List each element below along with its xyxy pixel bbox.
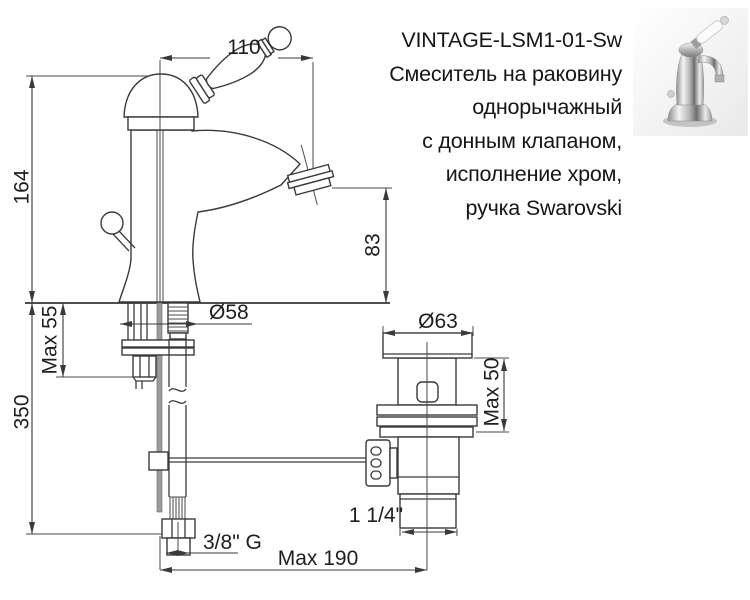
dim-label-83: 83	[361, 233, 384, 256]
dim-label-d58: Ø58	[209, 301, 249, 324]
dim-label-max190: Max 190	[278, 547, 359, 570]
dim-label-1-1-4: 1 1/4"	[349, 504, 403, 527]
dim-label-max55: Max 55	[38, 306, 61, 375]
dim-label-350: 350	[10, 394, 33, 429]
horseshoe-washer	[121, 339, 195, 348]
dimension-lines	[26, 55, 509, 573]
dimension-labels: 110 164 Max 55 350 83 Ø58 Ø63 Max 50 1 1…	[10, 36, 503, 570]
photo-faucet-handle	[690, 16, 729, 49]
dim-label-164: 164	[10, 169, 33, 204]
drain-assembly	[365, 332, 478, 570]
drain-tailpiece	[399, 493, 457, 529]
pull-rod	[156, 302, 163, 513]
product-info: VINTAGE-LSM1-01-Sw Смеситель на раковину…	[389, 24, 622, 225]
dim-label-d63: Ø63	[418, 310, 458, 333]
pop-up-knob	[100, 211, 136, 252]
dim-label-110: 110	[227, 36, 260, 59]
supply-hose	[161, 339, 196, 556]
aerator	[286, 144, 335, 205]
product-description-line: ручка Swarovski	[465, 195, 623, 220]
product-description-line: с донным клапаном,	[422, 128, 622, 153]
handle-grip	[205, 43, 267, 90]
faucet-dome	[123, 73, 199, 118]
faucet-outline	[100, 73, 335, 303]
braided-section	[169, 496, 186, 519]
faucet-handle	[189, 26, 292, 104]
pop-up-rod	[148, 451, 368, 471]
pipe-break-symbol	[168, 388, 187, 392]
mounting-nut	[132, 355, 157, 378]
dim-label-max50: Max 50	[480, 358, 503, 427]
dim-label-3-8-g: 3/8" G	[203, 531, 262, 554]
swarovski-crystal-knob	[267, 26, 292, 51]
drain-collar	[389, 447, 398, 479]
mounting-hardware	[121, 302, 195, 513]
product-description-line: Смеситель на раковину	[389, 61, 622, 86]
product-code: VINTAGE-LSM1-01-Sw	[401, 28, 622, 52]
faucet-body	[118, 129, 301, 303]
drain-body	[397, 436, 460, 495]
product-description-line: исполнение хром,	[445, 162, 622, 186]
dome-collar	[127, 116, 195, 131]
rod-pivot-block	[148, 451, 169, 471]
product-description-line: однорычажный	[472, 95, 622, 119]
product-photo	[633, 8, 748, 136]
